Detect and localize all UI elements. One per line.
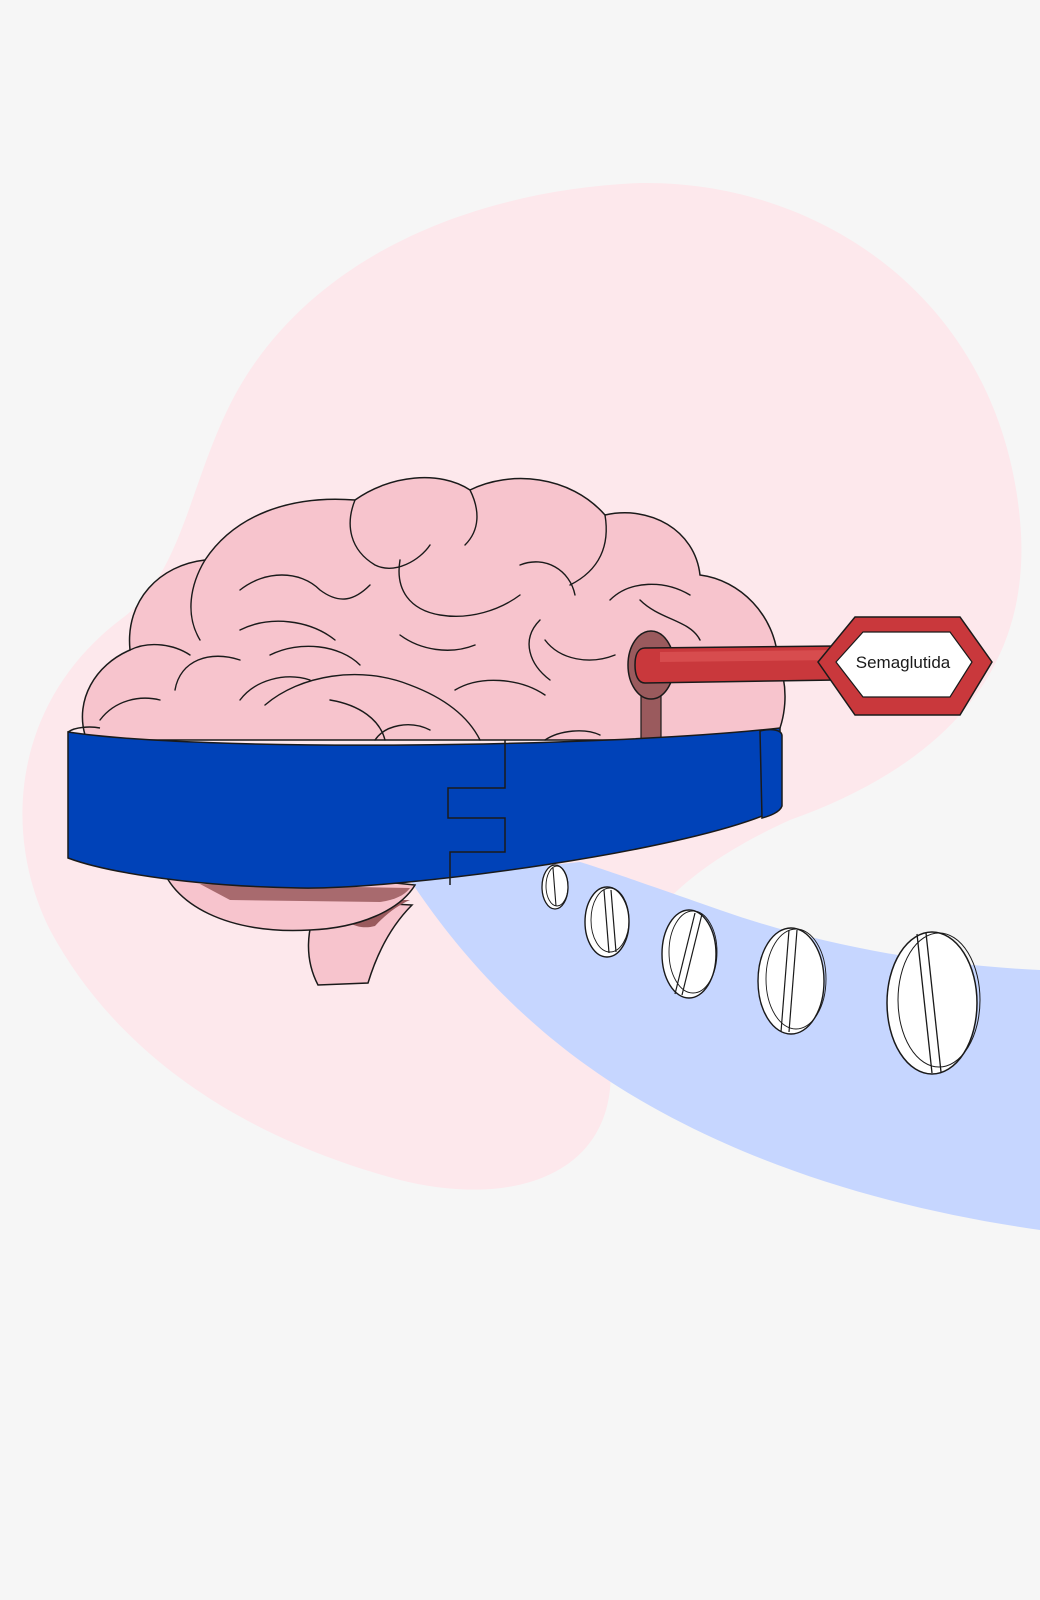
- brain-folds: [99, 489, 701, 741]
- blue-band-shape: [410, 862, 1040, 1230]
- pill: [886, 931, 981, 1075]
- belt-illustration: [67, 726, 783, 889]
- belt-right-cap: [759, 728, 783, 819]
- belt-band: [67, 727, 781, 889]
- belt-top-edge: [67, 726, 101, 733]
- key-label-plate: [835, 631, 973, 698]
- brain-lower-shadow: [200, 884, 410, 902]
- pill: [584, 886, 630, 958]
- belt-buckle-seam: [447, 757, 506, 885]
- key-tag-label: Semaglutida: [856, 653, 951, 672]
- pills-group: [541, 864, 981, 1075]
- pill: [661, 909, 718, 999]
- pill: [757, 927, 827, 1035]
- key-illustration: Semaglutida: [634, 616, 993, 716]
- key-shaft-highlight: [660, 650, 836, 662]
- pill: [541, 864, 569, 910]
